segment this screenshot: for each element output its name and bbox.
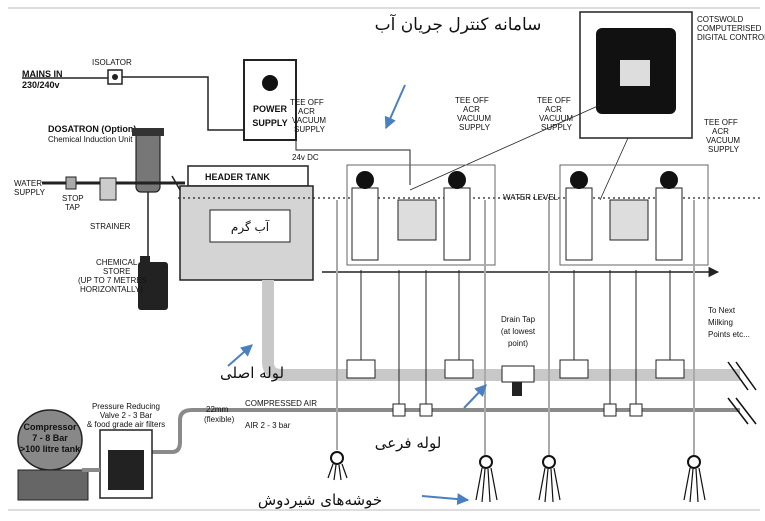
cluster-1 — [328, 452, 347, 480]
title-arrow — [386, 85, 405, 128]
svg-text:TEE OFF: TEE OFF — [455, 96, 489, 105]
main-pipe-label: لوله اصلی — [220, 364, 284, 382]
cluster-4 — [684, 456, 705, 502]
cotswold-label-3: DIGITAL CONTROLL — [697, 33, 765, 42]
svg-text:TEE OFF: TEE OFF — [537, 96, 571, 105]
cotswold-label-1: COTSWOLD — [697, 15, 743, 24]
air-pipe — [152, 410, 740, 452]
water-level-label: WATER LEVEL — [503, 193, 559, 202]
tee-off-2: TEE OFF ACR VACUUM SUPPLY — [455, 96, 491, 132]
voltage-24-label: 24v DC — [292, 153, 319, 162]
prv-label-3: & food grade air filters — [87, 420, 165, 429]
next-label-3: Points etc... — [708, 330, 750, 339]
svg-text:VACUUM: VACUUM — [457, 114, 491, 123]
svg-text:ACR: ACR — [712, 127, 729, 136]
svg-text:SUPPLY: SUPPLY — [459, 123, 491, 132]
stop-tap-label-2: TAP — [65, 203, 80, 212]
drain-tap — [502, 366, 534, 382]
title-fa: سامانه کنترل جریان آب — [375, 13, 542, 35]
tee-off-3: TEE OFF ACR VACUUM SUPPLY — [537, 96, 573, 132]
cotswold-label-2: COMPUTERISED — [697, 24, 762, 33]
mm22-label-2: (flexible) — [204, 415, 235, 424]
drain-label-3: point) — [508, 339, 528, 348]
chem-label-4: HORIZONTALLY) — [80, 285, 143, 294]
milking-unit-right — [560, 165, 708, 265]
power-label-1: POWER — [253, 104, 288, 114]
tee-off-4: TEE OFF ACR VACUUM SUPPLY — [704, 118, 740, 154]
header-tank-label: HEADER TANK — [205, 172, 270, 182]
svg-text:TEE OFF: TEE OFF — [704, 118, 738, 127]
stop-tap-label-1: STOP — [62, 194, 84, 203]
valve-2 — [445, 360, 473, 378]
prv-label-2: Valve 2 - 3 Bar — [100, 411, 153, 420]
mains-voltage-label: 230/240v — [22, 80, 60, 90]
power-supply-box — [244, 60, 296, 140]
svg-text:ACR: ACR — [298, 107, 315, 116]
dosatron-label-1: DOSATRON (Option) — [48, 124, 136, 134]
tee-off-1: TEE OFF ACR VACUUM SUPPLY — [290, 98, 326, 134]
cluster-3 — [539, 456, 560, 502]
svg-text:ACR: ACR — [463, 105, 480, 114]
svg-text:VACUUM: VACUUM — [292, 116, 326, 125]
compressor-label-2: 7 - 8 Bar — [32, 433, 68, 443]
stop-tap — [66, 177, 76, 189]
power-label-2: SUPPLY — [252, 118, 287, 128]
svg-text:SUPPLY: SUPPLY — [708, 145, 740, 154]
svg-text:TEE OFF: TEE OFF — [290, 98, 324, 107]
comp-air-label: COMPRESSED AIR — [245, 399, 317, 408]
isolator-label: ISOLATOR — [92, 58, 132, 67]
svg-text:VACUUM: VACUUM — [706, 136, 740, 145]
dosatron-label-2: Chemical Induction Unit — [48, 135, 133, 144]
chem-label-1: CHEMICAL — [96, 258, 138, 267]
chem-label-3: (UP TO 7 METRES — [78, 276, 147, 285]
drain-label-2: (at lowest — [501, 327, 536, 336]
next-label-2: Milking — [708, 318, 733, 327]
valve-4 — [656, 360, 684, 378]
cluster-2 — [476, 456, 497, 502]
drain-label-1: Drain Tap — [501, 315, 536, 324]
svg-text:SUPPLY: SUPPLY — [294, 125, 326, 134]
valve-1 — [347, 360, 375, 378]
svg-text:VACUUM: VACUUM — [539, 114, 573, 123]
compressor-label-3: >100 litre tank — [20, 444, 81, 454]
strainer — [100, 178, 116, 200]
milking-unit-left — [347, 165, 495, 265]
clusters-label: خوشه‌های شیردوش — [258, 491, 382, 509]
water-supply-label-2: SUPPLY — [14, 188, 46, 197]
power-led — [262, 75, 278, 91]
chem-label-2: STORE — [103, 267, 130, 276]
svg-text:ACR: ACR — [545, 105, 562, 114]
strainer-label: STRAINER — [90, 222, 131, 231]
branch-pipe-label: لوله فرعی — [375, 434, 442, 452]
next-label-1: To Next — [708, 306, 736, 315]
hot-water-label: آب گرم — [231, 219, 270, 235]
compressor-label-1: Compressor — [23, 422, 77, 432]
mm22-label-1: 22mm — [206, 405, 229, 414]
water-supply-label-1: WATER — [14, 179, 42, 188]
air-bar-label: AIR 2 - 3 bar — [245, 421, 291, 430]
prv-label-1: Pressure Reducing — [92, 402, 160, 411]
valve-3 — [560, 360, 588, 378]
